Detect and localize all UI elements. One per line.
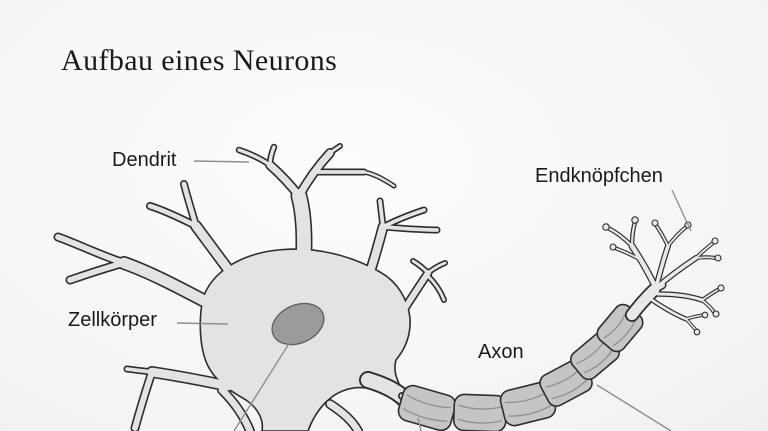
label-axon: Axon [478,341,524,363]
axon-myelin-group [397,303,644,431]
terminal-bulb [701,311,709,319]
terminal-bulb [602,223,610,231]
terminal-bulb [712,310,720,318]
myelin-segment [452,393,508,431]
axon-terminals-group [602,216,725,336]
terminal-bulb [714,254,722,262]
page-title: Aufbau eines Neurons [61,44,338,77]
pointer-lines-group [176,160,692,431]
node-pointer-line [417,417,422,431]
myelin-segment [397,384,457,431]
terminal-bulb [631,216,639,224]
terminal-bulb [693,328,701,336]
label-zellkoerper: Zellkörper [68,309,157,331]
zellkoerper-pointer-line [176,322,229,325]
nucleus-shape [271,302,325,346]
dendrites-fill-group [55,144,447,431]
label-dendrit: Dendrit [112,149,177,171]
terminal-bulb [651,219,659,227]
endknoepfchen-pointer-line [671,189,692,232]
terminal-bulb [717,284,725,292]
terminal-bulb [609,243,617,251]
dendrit-pointer-line [193,160,250,163]
terminal-bulb [711,237,719,245]
label-endknoepfchen: Endknöpfchen [535,165,663,187]
myelin-pointer-line [596,384,672,431]
nucleus-pointer-line [233,341,291,431]
